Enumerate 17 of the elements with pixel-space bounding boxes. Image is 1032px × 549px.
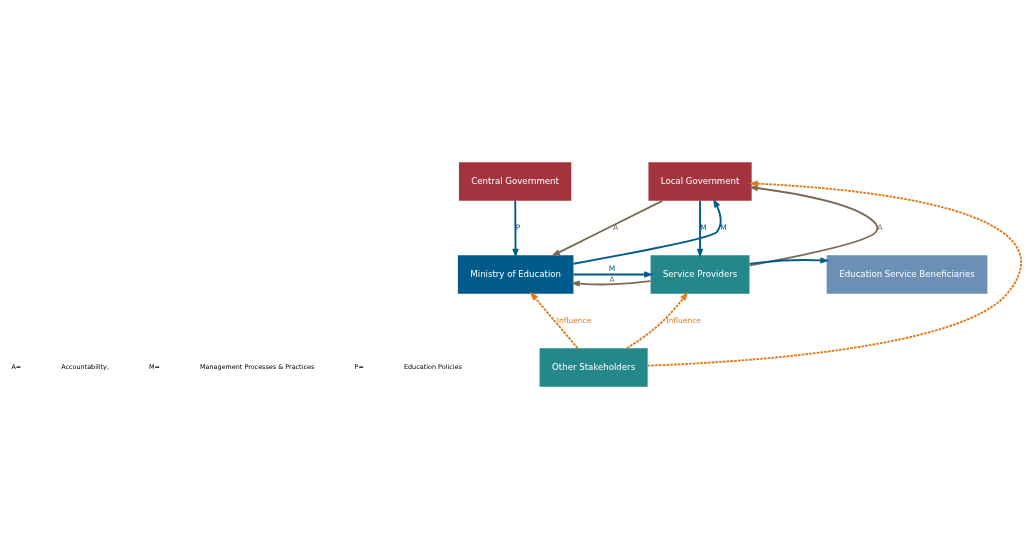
arrow — [646, 180, 1022, 367]
node-box: Education Service Beneficiaries — [826, 255, 988, 294]
arrow — [572, 271, 654, 278]
arrow — [626, 291, 689, 350]
arrow — [748, 257, 830, 265]
node-box: Ministry of Education — [457, 255, 574, 294]
node-box: Service Providers — [650, 255, 750, 294]
arrow — [551, 199, 664, 257]
arrow — [572, 198, 722, 265]
arrow — [570, 280, 652, 287]
node-box: Central Government — [458, 162, 572, 201]
arrow — [748, 184, 879, 267]
arrow — [696, 199, 704, 258]
node-box: Local Government — [648, 162, 752, 201]
arrow — [529, 291, 579, 349]
arrow — [512, 199, 519, 258]
node-box: Other Stakeholders — [539, 348, 648, 387]
